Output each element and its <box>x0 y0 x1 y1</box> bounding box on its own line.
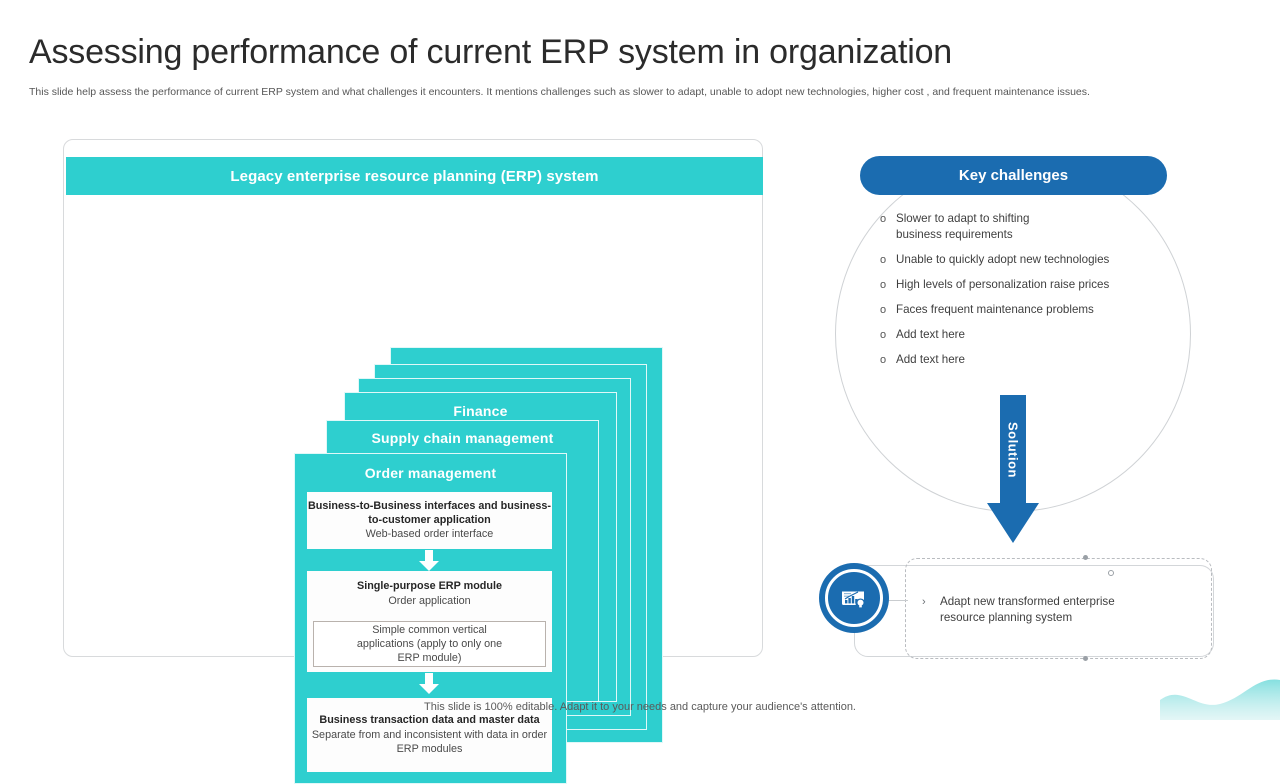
content-box-erp-module-sub: Order application <box>388 594 471 607</box>
list-item[interactable]: o Faces frequent maintenance problems <box>880 302 1180 318</box>
list-item[interactable]: o Slower to adapt to shifting business r… <box>880 211 1180 243</box>
solution-card-dashed[interactable] <box>905 558 1212 659</box>
erp-module-stack: • • • Finance Supply chain management Or… <box>64 140 764 784</box>
content-subbox-vertical-apps-text: Simple common vertical applications (app… <box>356 624 503 664</box>
solution-text: Adapt new transformed enterprise resourc… <box>940 595 1115 624</box>
bullet-icon: o <box>880 279 887 291</box>
legacy-erp-banner: Legacy enterprise resource planning (ERP… <box>66 157 763 195</box>
page-subtitle: This slide help assess the performance o… <box>29 86 1090 98</box>
key-challenges-list: o Slower to adapt to shifting business r… <box>880 211 1180 377</box>
list-item-label: High levels of personalization raise pri… <box>896 278 1110 291</box>
analytics-lightbulb-icon <box>842 588 866 609</box>
chevron-right-icon: › <box>922 596 926 608</box>
solution-arrow-icon <box>987 395 1039 543</box>
bullet-icon: o <box>880 354 887 366</box>
solution-icon-badge[interactable] <box>819 563 889 633</box>
content-subbox-vertical-apps[interactable]: Simple common vertical applications (app… <box>313 621 546 667</box>
list-item[interactable]: o High levels of personalization raise p… <box>880 277 1180 293</box>
stack-card-finance-label: Finance <box>453 403 508 419</box>
legacy-erp-panel: Legacy enterprise resource planning (ERP… <box>63 139 764 784</box>
wave-decoration <box>1160 679 1280 720</box>
slide-root: Assessing performance of current ERP sys… <box>29 33 1280 784</box>
list-item-label: Faces frequent maintenance problems <box>896 303 1094 316</box>
content-box-b2b[interactable]: Business-to-Business interfaces and busi… <box>307 492 552 549</box>
bullet-icon: o <box>880 304 887 316</box>
solution-dot-bottom <box>1083 656 1088 661</box>
list-item-label: Unable to quickly adopt new technologies <box>896 253 1110 266</box>
solution-dot-top <box>1083 555 1088 560</box>
content-box-b2b-sub: Web-based order interface <box>365 528 494 540</box>
solution-icon-inner <box>825 569 883 627</box>
stack-card-order-management-label: Order management <box>364 465 497 481</box>
bullet-icon: o <box>880 254 887 266</box>
content-box-transaction-data-title: Business transaction data and master dat… <box>319 714 540 727</box>
arrow-down-icon-1 <box>419 550 439 571</box>
key-challenges-title: Key challenges <box>958 167 1069 184</box>
footer-note: This slide is 100% editable. Adapt it to… <box>424 701 856 713</box>
list-item-label: Slower to adapt to shifting business req… <box>896 212 1030 241</box>
content-box-erp-module-title: Single-purpose ERP module <box>357 580 502 592</box>
list-item[interactable]: o Add text here <box>880 352 1180 368</box>
content-box-b2b-title: Business-to-Business interfaces and busi… <box>308 500 551 526</box>
legacy-erp-banner-label: Legacy enterprise resource planning (ERP… <box>230 167 599 185</box>
list-item[interactable]: o Unable to quickly adopt new technologi… <box>880 252 1180 268</box>
solution-dot-ring <box>1108 570 1114 576</box>
key-challenges-header: Key challenges <box>860 156 1167 195</box>
solution-connector-line <box>884 600 908 601</box>
list-item[interactable]: o Add text here <box>880 327 1180 343</box>
content-box-transaction-data-sub: Separate from and inconsistent with data… <box>311 728 548 755</box>
list-item-label: Add text here <box>896 353 965 366</box>
stack-card-supply-chain-label: Supply chain management <box>371 430 554 446</box>
page-title: Assessing performance of current ERP sys… <box>29 33 953 71</box>
bullet-icon: o <box>880 329 887 341</box>
list-item-label: Add text here <box>896 328 965 341</box>
bullet-icon: o <box>880 213 887 225</box>
arrow-down-icon-2 <box>419 673 439 694</box>
